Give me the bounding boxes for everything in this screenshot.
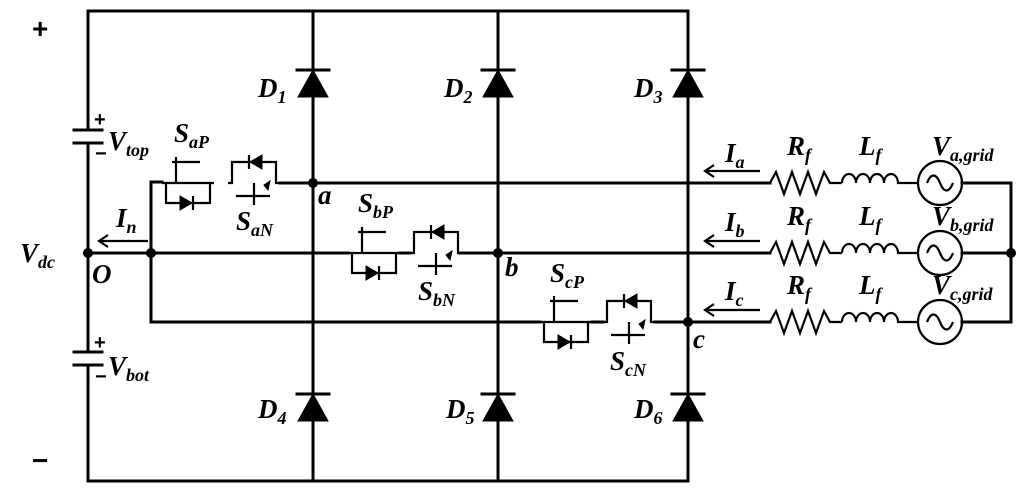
node-c-label: c [693,324,705,354]
neutral-current-label: In [115,203,137,237]
diode-d2 [480,68,516,98]
diode-d6 [670,392,706,422]
switch-sbP-label: SbP [358,188,394,222]
switch-saN-label: SaN [236,206,274,240]
diode-d3-label: D3 [633,73,663,107]
phase-b-current-label: Ib [724,207,745,241]
diode-d2-label: D2 [443,73,473,107]
phase-c-rf-label: Rf [786,270,813,304]
phase-b-resistor [769,238,842,268]
phase-a-grid-label: Va,grid [932,131,995,165]
node-b-label: b [505,252,519,282]
top-capacitor [72,128,104,145]
diode-d4 [295,392,331,422]
bottom-capacitor [72,350,104,367]
diode-d5-label: D5 [445,394,475,428]
node-a-label: a [318,180,332,210]
switch-saP [162,157,214,211]
switch-sbN [410,224,462,275]
switch-scP-label: ScP [550,258,585,292]
phase-a-grid-source [916,159,970,207]
dc-negative-sign: − [32,445,48,476]
phase-c-resistor [769,307,842,337]
neutral-current-arrow [97,234,148,248]
phase-a-resistor [769,168,842,198]
phase-b-grid-label: Vb,grid [932,201,995,235]
vdc-label: Vdc [20,238,55,272]
dc-bus-wiring [86,9,690,483]
phase-a-rf-label: Rf [786,131,813,165]
phase-a-inductor [840,172,918,185]
phase-c-current-arrow [703,303,760,317]
phase-a-current-arrow [703,164,760,178]
diode-d1 [295,68,331,98]
switch-scN [603,293,655,344]
phase-a-current-label: Ia [724,138,745,172]
diode-d6-label: D6 [633,394,663,428]
phase-c-grid-source [916,298,970,346]
switch-saN [228,154,280,205]
phase-c-grid-label: Vc,grid [932,270,994,304]
vbot-label: Vbot [108,351,150,385]
phase-c-inductor [840,311,918,324]
phase-legs [311,9,690,483]
top-cap-minus-sign: − [95,143,107,165]
junction-dots [83,178,1016,327]
neutral-point-label: O [92,259,112,289]
bot-cap-minus-sign: − [95,366,107,388]
top-cap-plus-sign: + [94,109,106,131]
bot-cap-plus-sign: + [94,332,106,354]
phase-a-lf-label: Lf [858,131,884,165]
diode-d5 [480,392,516,422]
dc-positive-sign: + [32,13,48,44]
diode-d1-label: D1 [257,73,287,107]
phase-b-current-arrow [703,234,760,248]
diode-d3 [670,68,706,98]
phase-b-lf-label: Lf [858,201,884,235]
phase-c-current-label: Ic [724,276,744,310]
phase-b-inductor [840,242,918,255]
switch-scP [540,296,592,350]
phase-b-rf-label: Rf [786,201,813,235]
switch-sbN-label: SbN [418,276,456,310]
switch-scN-label: ScN [610,346,647,380]
diode-d4-label: D4 [257,394,287,428]
phase-c-lf-label: Lf [858,270,884,304]
phase-b-grid-source [916,229,970,277]
vtop-label: Vtop [108,126,149,160]
switch-saP-label: SaP [174,118,210,152]
switch-sbP [348,227,400,281]
